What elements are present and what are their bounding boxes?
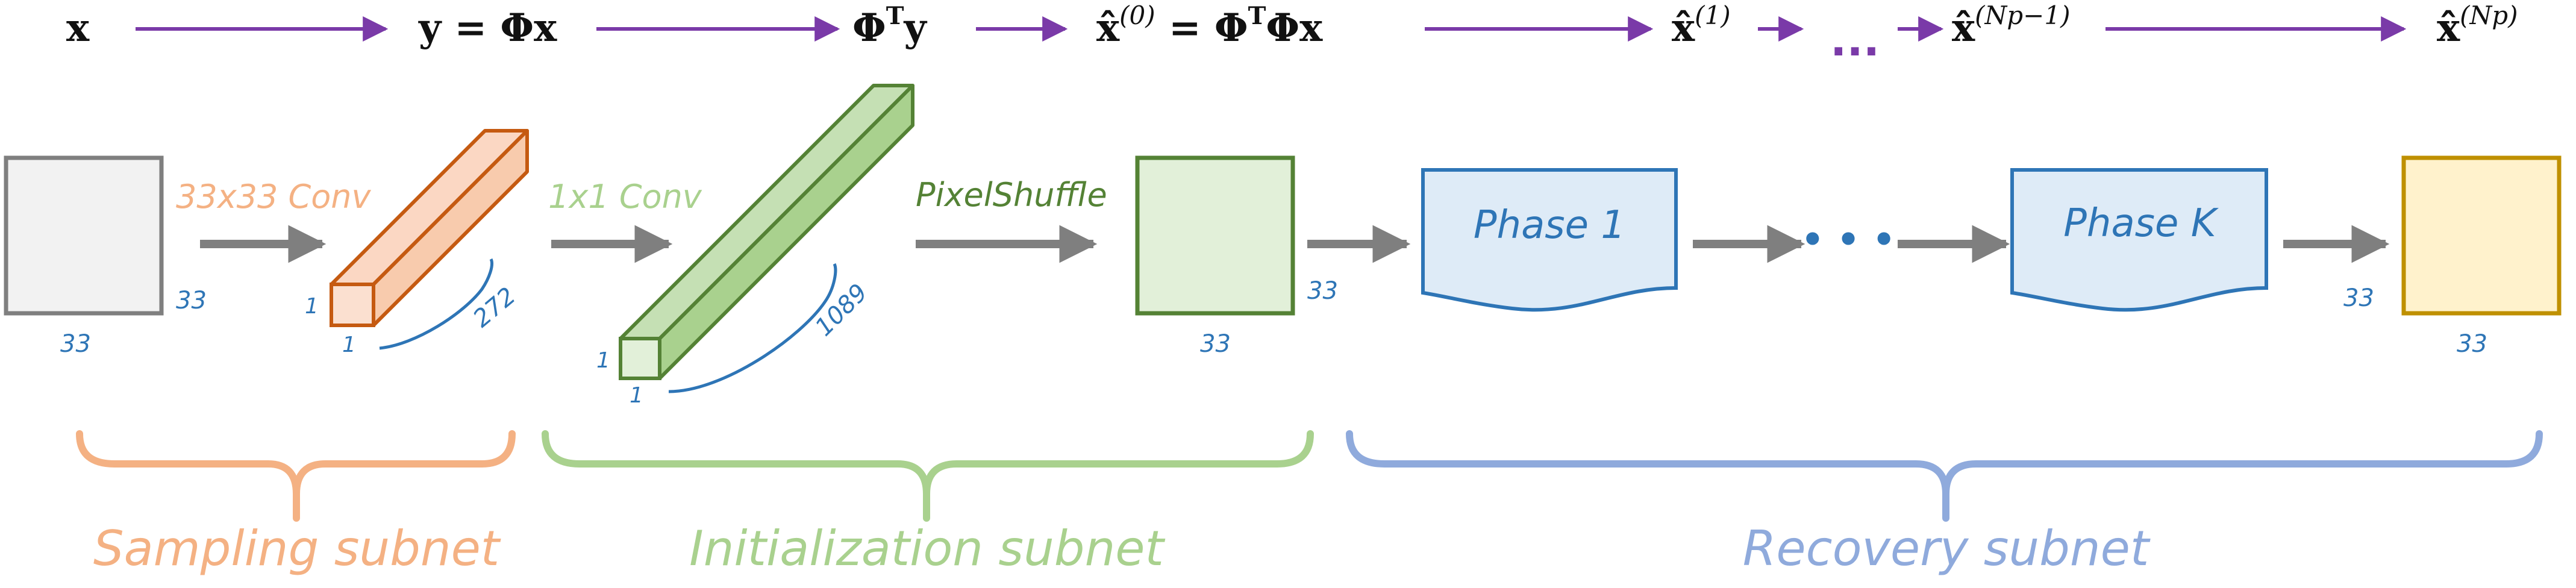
eq-y-phi-x: y = Φx <box>418 5 557 51</box>
sampling-channels-dim: 272 <box>468 282 521 333</box>
eq-xhat-0: x̂(0) = ΦTΦx <box>1096 1 1323 51</box>
output-bottom-dim: 33 <box>2457 330 2487 358</box>
sampling-subnet-label: Sampling subnet <box>93 521 501 577</box>
pipeline: 33 33 33x33 Conv 1 1 272 1x1 Conv 1 1 10… <box>4 84 2562 408</box>
sampling-depth-dim: 1 <box>305 294 319 319</box>
init-brace <box>668 263 837 393</box>
init-side-face <box>658 84 914 380</box>
input-block <box>4 155 164 316</box>
init-subnet-label: Initialization subnet <box>689 521 1165 577</box>
eq-xhat: x̂ <box>1096 5 1120 51</box>
sampling-width-dim: 1 <box>342 333 356 357</box>
label-pixelshuffle: PixelShuffle <box>916 176 1107 214</box>
output-block <box>2401 155 2562 316</box>
eq-xhat-b: x̂ <box>1672 5 1695 51</box>
sampling-brace <box>379 258 493 350</box>
eq-phi-t-y: ΦTy <box>852 2 928 51</box>
phase-k-label: Phase K <box>2063 201 2219 246</box>
init-depth-dim: 1 <box>596 348 610 373</box>
sampling-front-face <box>330 283 375 327</box>
init-output-side-dim: 33 <box>1307 277 1338 305</box>
eq-y: y <box>904 5 928 51</box>
init-output-block <box>1135 155 1295 316</box>
eq-y-prefix: y = <box>418 5 500 51</box>
eq-sup-0: (0) <box>1119 1 1155 30</box>
eq-sup-np: (Np) <box>2460 1 2518 30</box>
eq-x: x <box>66 5 90 51</box>
eq-sup-t-2: T <box>1248 2 1266 30</box>
eq-ellipsis: ... <box>1830 15 1880 66</box>
eq-xhat-np-1: x̂(Np−1) <box>1952 1 2070 51</box>
eq-sup-t: T <box>886 2 904 30</box>
eq-xhat-c: x̂ <box>1952 5 1975 51</box>
label-conv33: 33x33 Conv <box>176 178 372 216</box>
init-output-bottom-dim: 33 <box>1200 330 1231 358</box>
eq-phi: Φ <box>852 5 886 51</box>
sampling-brace-shape <box>76 430 516 522</box>
subnet-braces: Sampling subnet Initialization subnet Re… <box>76 430 2543 577</box>
sampling-cuboid <box>330 129 529 327</box>
phase-1-block <box>1421 168 1678 312</box>
recovery-brace-shape <box>1346 430 2543 522</box>
eq-xhat-d: x̂ <box>2437 5 2460 51</box>
eq-phi-2: Φ <box>1215 5 1248 51</box>
phase-k-block <box>2010 168 2268 312</box>
recovery-subnet-label: Recovery subnet <box>1743 521 2151 577</box>
eq-phi-x-2: Φx <box>1266 5 1323 51</box>
eq-equals: = <box>1155 5 1215 51</box>
input-side-dim: 33 <box>176 287 207 314</box>
phase-1-label: Phase 1 <box>1474 203 1625 248</box>
init-cuboid <box>619 84 914 380</box>
eq-sup-np-1: (Np−1) <box>1975 1 2070 30</box>
phase-ellipsis: • • • <box>1801 219 1896 261</box>
label-conv1: 1x1 Conv <box>548 178 702 216</box>
init-front-face <box>619 337 661 380</box>
init-brace-shape <box>542 430 1314 522</box>
eq-xhat-1: x̂(1) <box>1672 1 1731 51</box>
eq-sup-1: (1) <box>1695 1 1731 30</box>
input-bottom-dim: 33 <box>60 330 91 358</box>
eq-xhat-np: x̂(Np) <box>2437 1 2518 51</box>
equation-row: x y = Φx ΦTy x̂(0) = ΦTΦx x̂(1) ... x̂(N… <box>66 1 2518 66</box>
output-side-dim: 33 <box>2343 284 2374 312</box>
init-width-dim: 1 <box>630 383 643 408</box>
eq-phi-x: Φx <box>500 5 557 51</box>
